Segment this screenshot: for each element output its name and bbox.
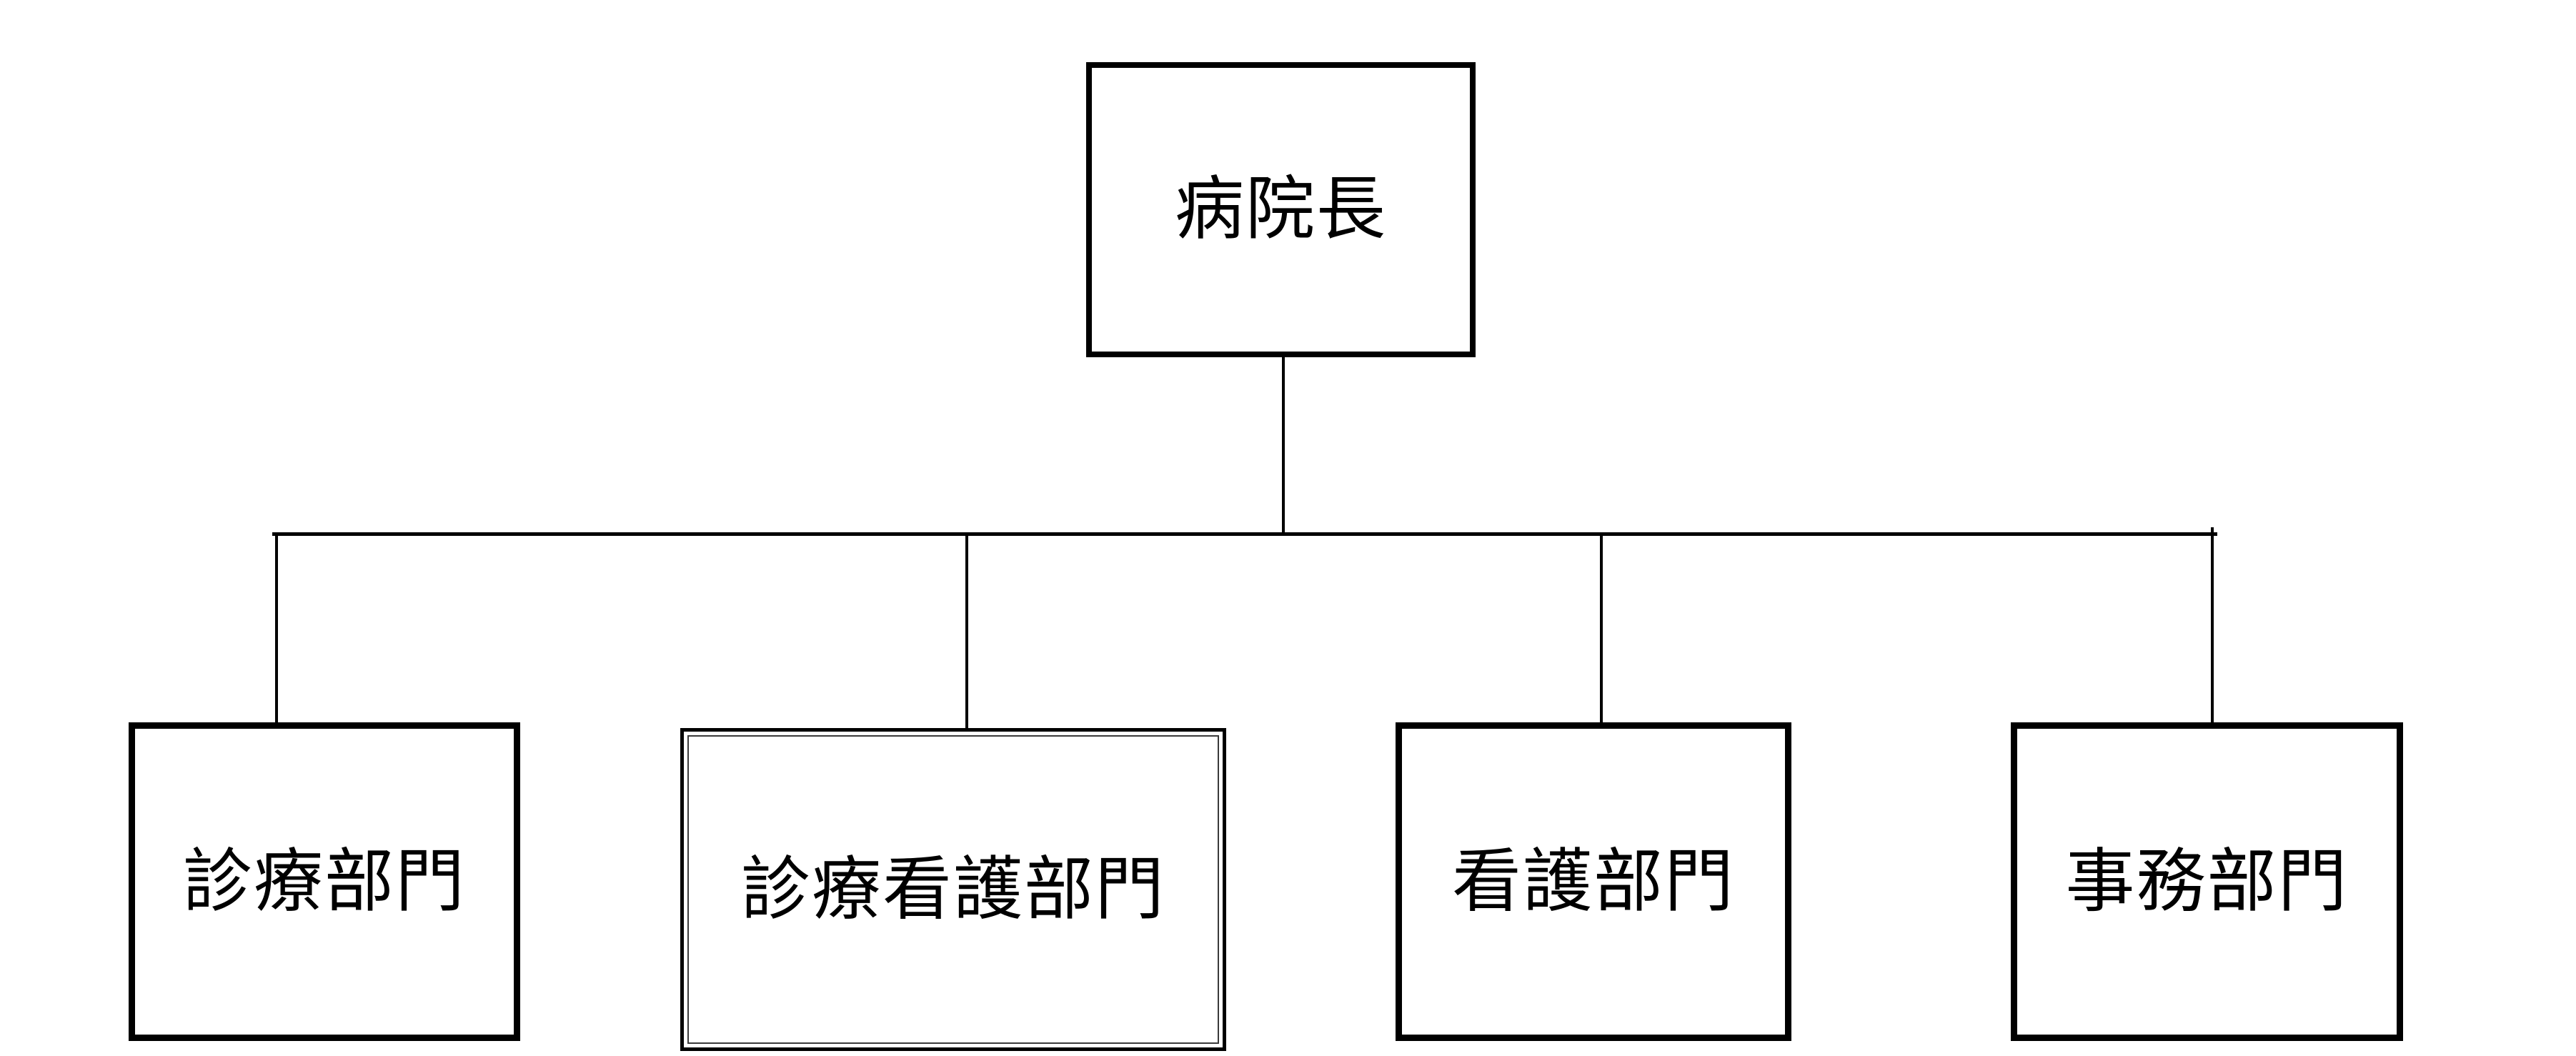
connector-drop-1 <box>275 532 278 731</box>
connector-root-stem <box>1282 357 1285 534</box>
node-nursing-dept: 看護部門 <box>1396 722 1791 1041</box>
node-medical-dept: 診療部門 <box>129 722 520 1041</box>
node-medical-nursing-dept: 診療看護部門 <box>680 728 1226 1051</box>
node-admin-dept-label: 事務部門 <box>2065 840 2349 922</box>
node-hospital-director: 病院長 <box>1086 62 1476 357</box>
node-medical-nursing-dept-label: 診療看護部門 <box>741 848 1165 930</box>
connector-drop-4 <box>2211 527 2214 731</box>
connector-drop-3 <box>1600 532 1603 731</box>
node-hospital-director-label: 病院長 <box>1175 169 1387 250</box>
node-nursing-dept-label: 看護部門 <box>1452 840 1735 922</box>
node-admin-dept: 事務部門 <box>2011 722 2403 1041</box>
node-medical-dept-label: 診療部門 <box>183 840 466 922</box>
connector-horizontal-bar <box>272 532 2217 536</box>
connector-drop-2 <box>965 532 968 732</box>
